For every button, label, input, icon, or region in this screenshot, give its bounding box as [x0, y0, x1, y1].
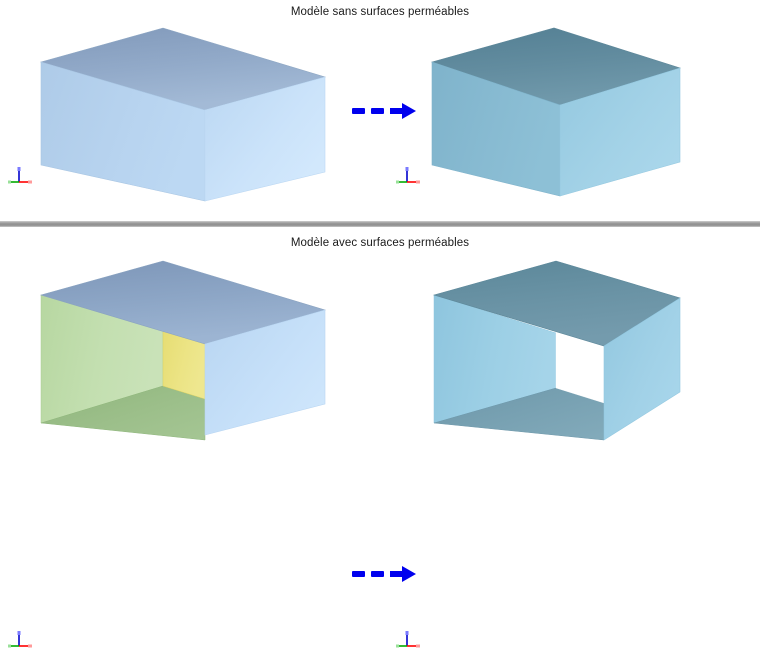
axis-triad-bottom-left	[8, 631, 32, 648]
box-right-face	[603, 297, 681, 441]
panel-title-top: Modèle sans surfaces perméables	[290, 6, 470, 18]
model-bottom-left-permeable-box	[39, 260, 327, 441]
axis-y-tip	[396, 180, 399, 184]
panel-title-bottom: Modèle avec surfaces perméables	[290, 237, 470, 249]
transform-arrow-top	[352, 103, 416, 119]
axis-y-tip	[8, 180, 11, 184]
arrow-dash-1	[352, 108, 365, 114]
arrow-head	[402, 103, 416, 119]
panel-divider	[0, 221, 760, 227]
axis-z-tip	[17, 631, 21, 635]
arrow-dash-2	[371, 108, 384, 114]
axis-z-tip	[405, 631, 409, 635]
axis-x-tip	[416, 644, 420, 648]
axis-x-tip	[416, 180, 420, 184]
arrow-head	[402, 566, 416, 582]
axis-z-tip	[17, 167, 21, 171]
axis-triad-top-left	[8, 167, 32, 184]
axis-x-tip	[28, 644, 32, 648]
transform-arrow-bottom	[352, 566, 416, 582]
panel-with-permeable-surfaces: Modèle avec surfaces perméables	[0, 228, 760, 648]
arrow-dash-1	[352, 571, 365, 577]
arrow-dash-2	[371, 571, 384, 577]
axis-y-tip	[8, 644, 11, 648]
arrow-shaft	[390, 108, 404, 114]
arrow-shaft	[390, 571, 404, 577]
axis-z-tip	[405, 167, 409, 171]
axis-triad-bottom-right	[396, 631, 420, 648]
axis-x-tip	[28, 180, 32, 184]
model-top-right-meshed-box	[430, 27, 682, 197]
box-right-face	[204, 309, 326, 436]
model-top-left-solid-box	[39, 27, 327, 202]
axis-triad-top-right	[396, 167, 420, 184]
box-right-face	[204, 76, 326, 202]
panel-without-permeable-surfaces: Modèle sans surfaces perméables	[0, 0, 760, 222]
box-right-face	[559, 67, 681, 197]
model-bottom-right-box-with-opening	[432, 260, 681, 441]
axis-y-tip	[396, 644, 399, 648]
